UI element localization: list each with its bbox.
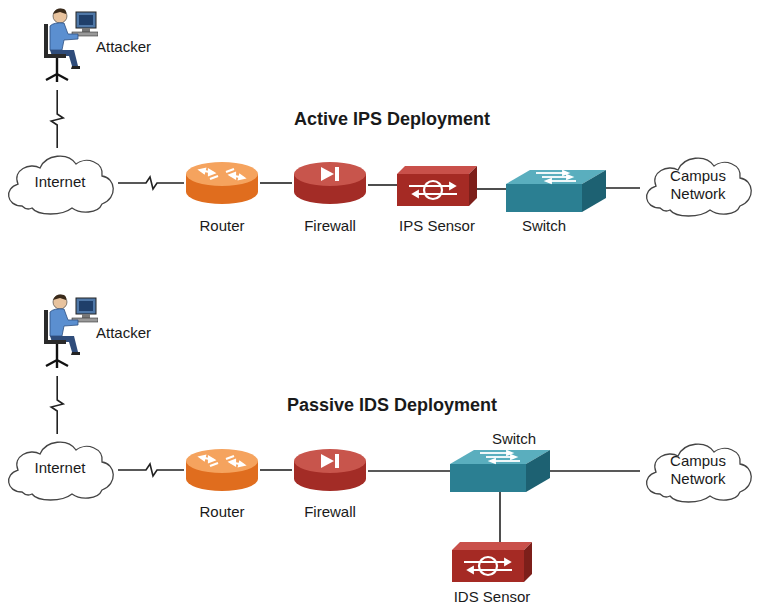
section-heading: Passive IDS Deployment xyxy=(287,395,497,416)
router-icon xyxy=(184,160,260,206)
cloud-node: Campus Network xyxy=(640,150,756,220)
serial-link xyxy=(51,90,63,148)
device-label: Switch xyxy=(494,217,594,235)
serial-link xyxy=(118,177,184,189)
firewall-icon xyxy=(292,160,368,206)
serial-link xyxy=(51,376,63,434)
device-label: IDS Sensor xyxy=(452,588,532,606)
network-link xyxy=(550,470,640,472)
serial-link xyxy=(118,464,184,476)
device-label: Switch xyxy=(464,430,564,448)
cloud-node: Internet xyxy=(2,148,118,216)
router-device: Router xyxy=(184,447,260,523)
network-link xyxy=(606,187,640,189)
switch-device: Switch xyxy=(506,170,606,236)
attacker-device: Attacker xyxy=(38,290,160,376)
device-label: Internet xyxy=(2,173,118,191)
device-label: Campus Network xyxy=(640,452,756,488)
firewall-device: Firewall xyxy=(292,160,368,236)
router-device: Router xyxy=(184,160,260,236)
firewall-device: Firewall xyxy=(292,447,368,523)
device-label: Attacker xyxy=(96,38,151,56)
attacker-device: Attacker xyxy=(38,4,160,90)
device-label: Firewall xyxy=(292,503,368,521)
device-label: IPS Sensor xyxy=(397,217,477,235)
switch-icon xyxy=(506,170,606,212)
section-heading: Active IPS Deployment xyxy=(294,109,490,130)
switch-device: Switch xyxy=(450,430,550,492)
device-label: Attacker xyxy=(96,324,151,342)
network-link xyxy=(368,470,450,472)
sensor-icon xyxy=(452,542,532,582)
network-link xyxy=(260,469,292,471)
device-label: Router xyxy=(184,503,260,521)
attacker-icon xyxy=(38,290,98,376)
cloud-node: Campus Network xyxy=(640,436,756,504)
router-icon xyxy=(184,447,260,493)
network-link xyxy=(260,182,292,184)
cloud-node: Internet xyxy=(2,434,118,502)
switch-icon xyxy=(450,450,550,492)
device-label: Firewall xyxy=(292,217,368,235)
device-label: Router xyxy=(184,217,260,235)
sensor-device: IPS Sensor xyxy=(397,166,477,236)
device-label: Campus Network xyxy=(640,167,756,203)
network-link xyxy=(477,188,506,190)
network-link xyxy=(499,492,501,542)
firewall-icon xyxy=(292,447,368,493)
sensor-device: IDS Sensor xyxy=(452,542,532,608)
network-link xyxy=(368,184,397,186)
sensor-icon xyxy=(397,166,477,206)
attacker-icon xyxy=(38,4,98,90)
device-label: Internet xyxy=(2,459,118,477)
